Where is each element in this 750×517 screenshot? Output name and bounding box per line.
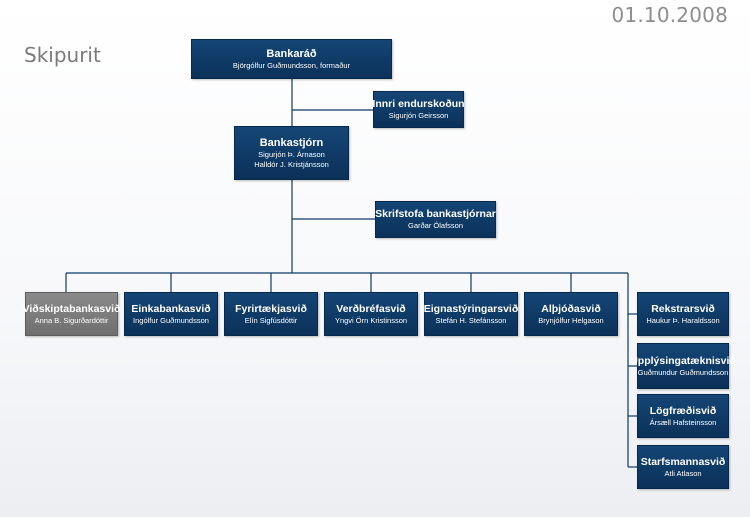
division-name: Verðbréfasvið xyxy=(336,302,406,315)
support-box-it[interactable]: Upplýsingatæknisvið Guðmundur Guðmundsso… xyxy=(630,343,736,389)
support-head: Ársæll Hafsteinsson xyxy=(649,417,717,427)
division-box-international[interactable]: Alþjóðasvið Brynjólfur Helgason xyxy=(524,292,618,336)
board-name: Bankaráð xyxy=(266,47,317,60)
division-head: Anna B. Sigurðardóttir xyxy=(34,315,109,325)
division-name: Fyrirtækjasvið xyxy=(235,302,307,315)
ceo-office-box[interactable]: Skrifstofa bankastjórnar Garðar Ólafsson xyxy=(375,201,496,238)
support-head: Atli Atlason xyxy=(664,468,702,478)
internal-audit-person: Sigurjón Geirsson xyxy=(388,111,449,120)
page-title: Skipurit xyxy=(24,43,101,67)
division-name: Alþjóðasvið xyxy=(541,302,601,315)
support-name: Starfsmannasvið xyxy=(640,455,726,468)
ceo-person-2: Halldór J. Kristjánsson xyxy=(254,159,329,169)
ceo-office-name: Skrifstofa bankastjórnar xyxy=(375,208,496,220)
support-box-legal[interactable]: Lögfræðisvið Ársæll Hafsteinsson xyxy=(637,394,729,438)
support-name: Upplýsingatæknisvið xyxy=(630,354,736,367)
division-box-asset-management[interactable]: Eignastýringarsvið Stefán H. Stefánsson xyxy=(424,292,518,336)
org-chart-date: 01.10.2008 xyxy=(611,3,728,27)
support-head: Guðmundur Guðmundsson xyxy=(637,367,729,377)
internal-audit-box[interactable]: Innri endurskoðun Sigurjón Geirsson xyxy=(372,91,465,128)
ceo-box[interactable]: Bankastjórn Sigurjón Þ. Árnason Halldór … xyxy=(234,126,349,180)
internal-audit-name: Innri endurskoðun xyxy=(372,98,465,110)
support-name: Rekstrarsvið xyxy=(651,302,715,315)
division-name: Eignastýringarsvið xyxy=(423,302,519,315)
division-name: Einkabankasvið xyxy=(131,302,211,315)
division-head: Ingólfur Guðmundsson xyxy=(133,315,209,325)
support-name: Lögfræðisvið xyxy=(649,404,717,417)
ceo-person-1: Sigurjón Þ. Árnason xyxy=(258,149,325,159)
division-head: Yngvi Örn Kristinsson xyxy=(334,315,408,325)
support-head: Haukur Þ. Haraldsson xyxy=(646,315,720,325)
division-box-corporate-banking[interactable]: Fyrirtækjasvið Elín Sigfúsdóttir xyxy=(224,292,318,336)
division-box-securities[interactable]: Verðbréfasvið Yngvi Örn Kristinsson xyxy=(324,292,418,336)
support-box-operations[interactable]: Rekstrarsvið Haukur Þ. Haraldsson xyxy=(637,292,729,336)
division-box-retail-banking[interactable]: Viðskiptabankasvið Anna B. Sigurðardótti… xyxy=(22,292,121,336)
division-head: Brynjólfur Helgason xyxy=(538,315,604,325)
ceo-office-person: Garðar Ólafsson xyxy=(407,221,464,230)
ceo-name: Bankastjórn xyxy=(259,136,324,149)
division-head: Stefán H. Stefánsson xyxy=(435,315,507,325)
board-box[interactable]: Bankaráð Björgólfur Guðmundsson, formaðu… xyxy=(191,39,392,79)
division-head: Elín Sigfúsdóttir xyxy=(244,315,298,325)
division-name: Viðskiptabankasvið xyxy=(22,302,121,315)
support-box-human-resources[interactable]: Starfsmannasvið Atli Atlason xyxy=(637,445,729,489)
division-box-private-banking[interactable]: Einkabankasvið Ingólfur Guðmundsson xyxy=(124,292,218,336)
board-chair: Björgólfur Guðmundsson, formaður xyxy=(232,60,351,70)
